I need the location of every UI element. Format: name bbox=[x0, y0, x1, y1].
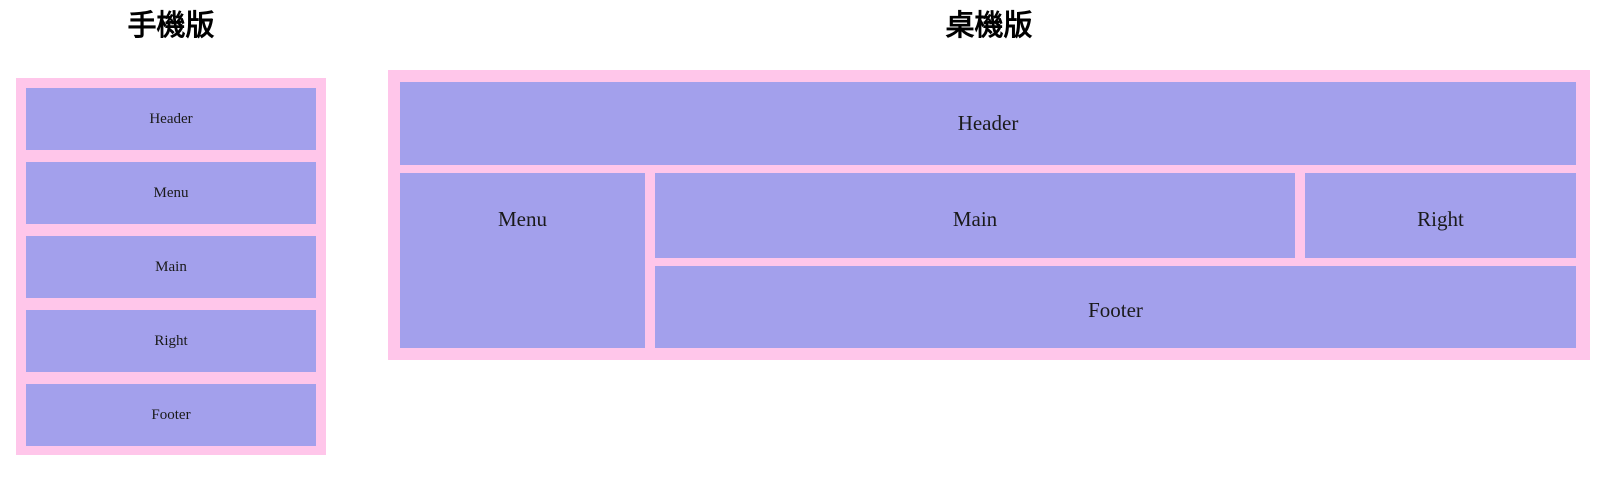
mobile-layout-container: Header Menu Main Right Footer bbox=[16, 78, 326, 455]
mobile-block-main: Main bbox=[26, 236, 316, 298]
mobile-block-right-label: Right bbox=[154, 333, 188, 349]
mobile-block-footer-label: Footer bbox=[151, 407, 191, 423]
desktop-block-main: Main bbox=[655, 173, 1295, 258]
desktop-block-main-label: Main bbox=[952, 207, 998, 231]
desktop-block-menu: Menu bbox=[400, 173, 645, 348]
mobile-block-main-label: Main bbox=[155, 259, 187, 275]
mobile-block-right: Right bbox=[26, 310, 316, 372]
desktop-block-right-label: Right bbox=[1417, 207, 1464, 231]
desktop-block-footer: Footer bbox=[655, 266, 1576, 348]
desktop-block-header-label: Header bbox=[957, 111, 1019, 135]
mobile-block-menu: Menu bbox=[26, 162, 316, 224]
desktop-block-header: Header bbox=[400, 82, 1576, 165]
desktop-block-footer-label: Footer bbox=[1088, 298, 1143, 322]
desktop-layout-title: 桌機版 bbox=[945, 10, 1033, 42]
mobile-block-footer: Footer bbox=[26, 384, 316, 446]
desktop-layout-container: Header Menu Main Right Footer bbox=[388, 70, 1590, 360]
mobile-block-header: Header bbox=[26, 88, 316, 150]
mobile-block-header-label: Header bbox=[149, 111, 193, 127]
desktop-block-menu-label: Menu bbox=[498, 207, 547, 231]
desktop-block-right: Right bbox=[1305, 173, 1576, 258]
mobile-block-menu-label: Menu bbox=[153, 185, 189, 201]
mobile-layout-title: 手機版 bbox=[127, 10, 215, 42]
